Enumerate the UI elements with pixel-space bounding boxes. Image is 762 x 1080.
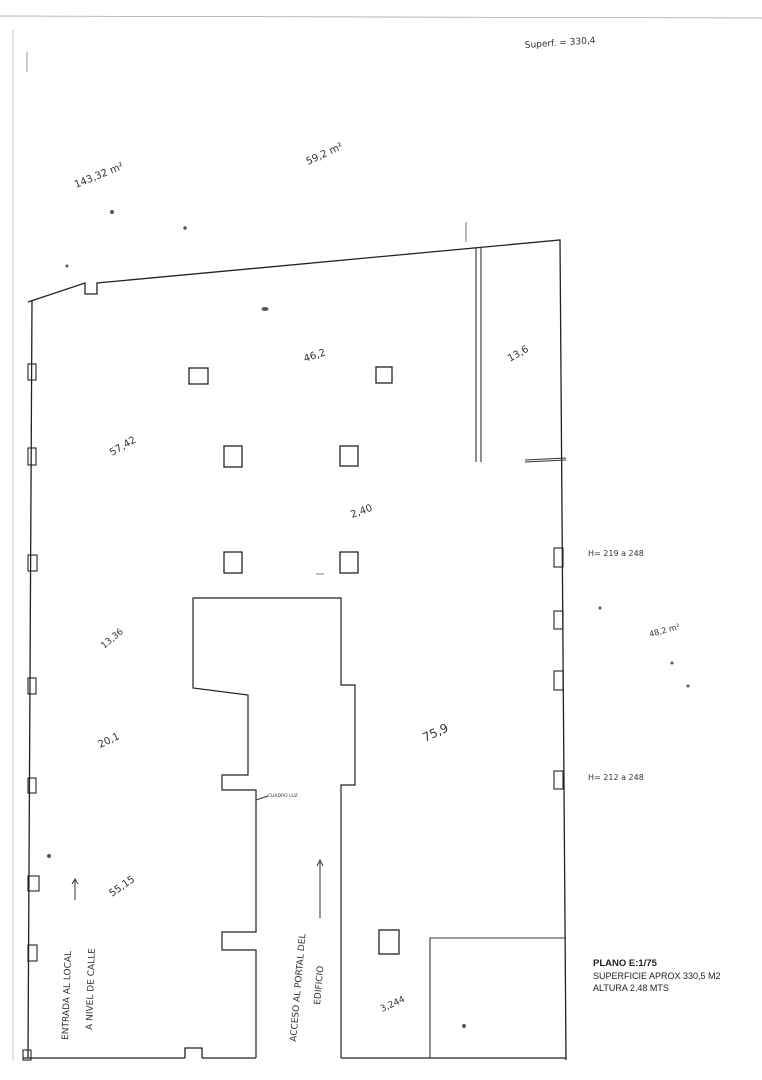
area-label: 2,40 xyxy=(349,503,374,521)
left-pilasters xyxy=(22,363,40,1061)
area-label: 55,15 xyxy=(107,874,137,899)
area-label: 143,32 m² xyxy=(73,161,125,191)
plan-height: ALTURA 2,48 MTS xyxy=(593,983,669,993)
corridor-walls xyxy=(192,597,356,1058)
exterior-walls xyxy=(23,239,567,1061)
partition-walls xyxy=(429,247,567,1058)
electrical-panel-label: CUADRO LUZ xyxy=(268,793,298,799)
column xyxy=(375,366,393,384)
height-label: H= 219 a 248 xyxy=(588,549,644,558)
area-label: 3,244 xyxy=(379,995,407,1015)
area-label: 48,2 m² xyxy=(648,622,681,639)
area-label: 20,1 xyxy=(97,731,122,750)
header-note: Superf. = 330,4 xyxy=(525,36,597,51)
column xyxy=(339,551,359,574)
area-label: 59,2 m² xyxy=(305,141,345,168)
scan-edge xyxy=(0,15,762,19)
street-entry-label: A NIVEL DE CALLE xyxy=(85,948,98,1030)
right-pilasters xyxy=(553,547,564,790)
building-access-label: EDIFICIO xyxy=(313,965,326,1005)
column xyxy=(223,551,243,574)
plan-surface: SUPERFICIE APROX 330,5 M2 xyxy=(593,971,721,981)
pencil-marks xyxy=(26,52,690,1028)
area-label: 46,2 xyxy=(303,348,328,365)
area-label: 13,6 xyxy=(506,344,531,365)
column xyxy=(223,445,243,468)
area-label: 13,36 xyxy=(100,627,126,651)
area-label: 75,9 xyxy=(420,721,450,745)
plan-scale: PLANO E:1/75 xyxy=(593,958,657,969)
street-entry-label: ENTRADA AL LOCAL xyxy=(61,951,74,1040)
column xyxy=(339,445,359,467)
height-label: H= 212 a 248 xyxy=(588,773,644,782)
building-access-label: ACCESO AL PORTAL DEL xyxy=(289,933,308,1042)
column xyxy=(378,929,400,955)
arrows xyxy=(71,795,324,918)
area-label: 57,42 xyxy=(108,435,138,459)
plan-legend: PLANO E:1/75 SUPERFICIE APROX 330,5 M2 A… xyxy=(593,958,721,994)
columns xyxy=(188,366,400,955)
column xyxy=(188,367,209,385)
